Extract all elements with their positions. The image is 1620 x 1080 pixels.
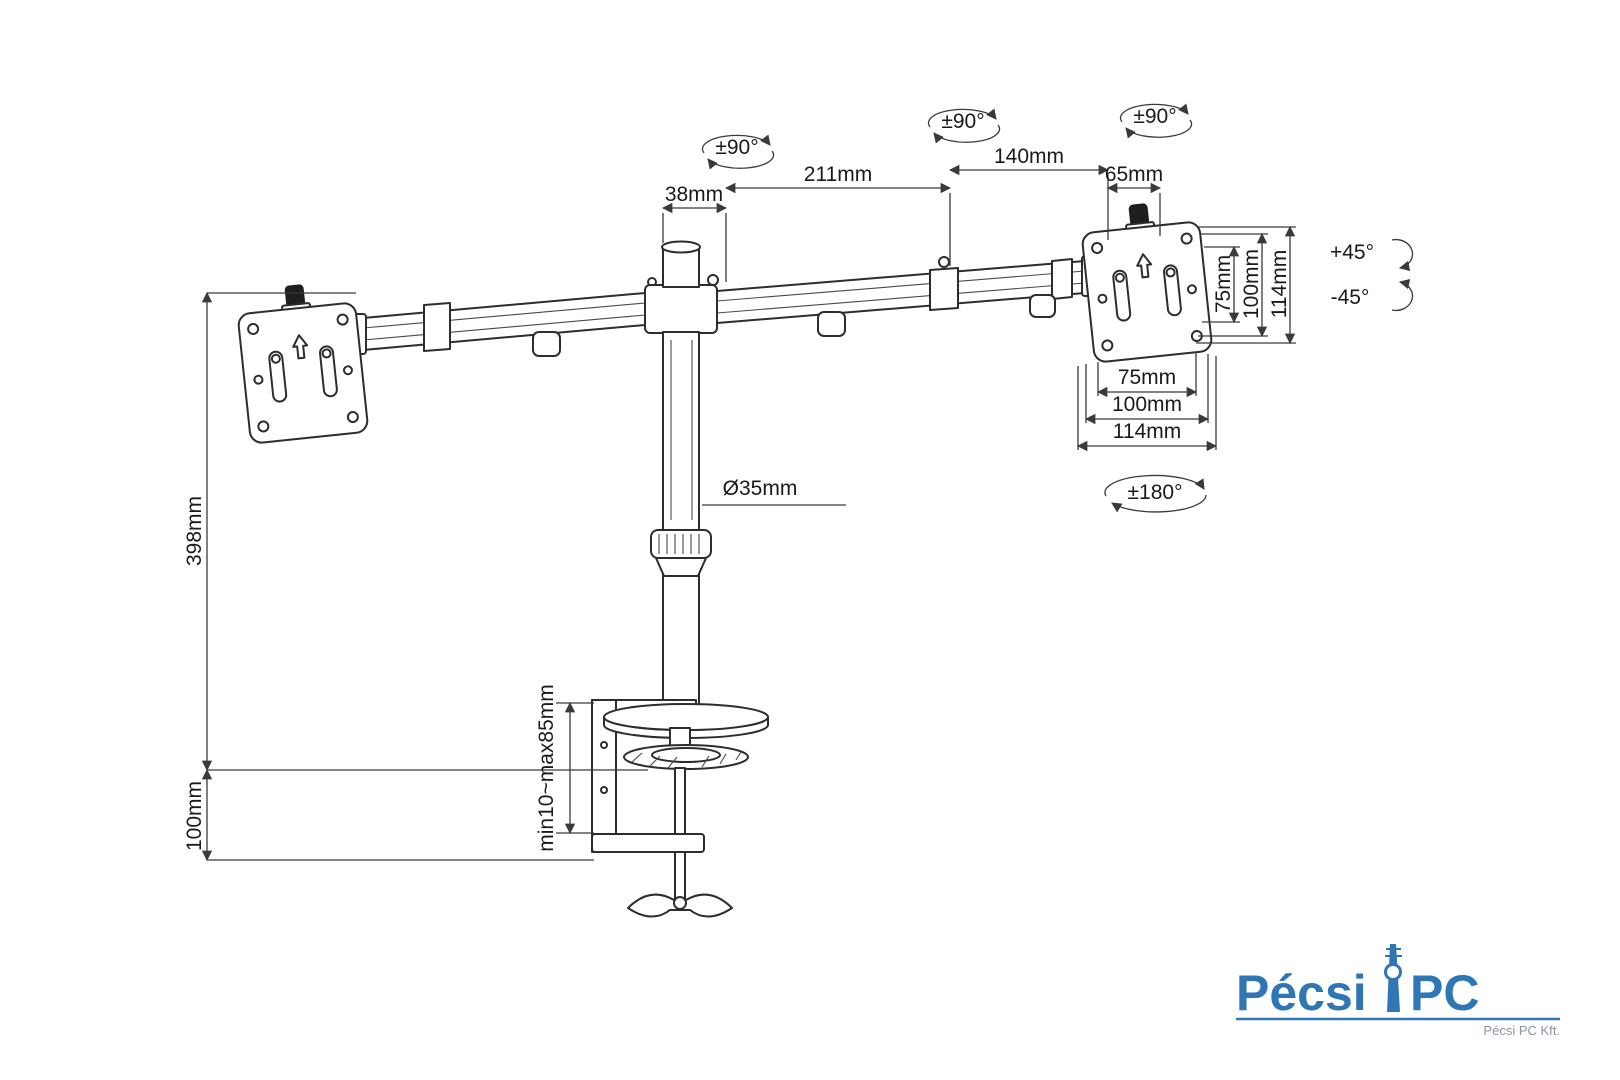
vesa-v-75mm-label: 75mm [1212, 255, 1235, 313]
clamp-below-label: 100mm [183, 781, 206, 851]
dim-38mm-label: 38mm [665, 183, 723, 206]
logo-brand-first: Pécsi [1236, 965, 1367, 1021]
vesa-h-100mm-label: 100mm [1112, 393, 1182, 416]
desk-thickness-label: min10~max85mm [535, 684, 558, 851]
vesa-v-100mm-label: 100mm [1240, 249, 1263, 319]
pole [644, 240, 719, 723]
dim-211mm-label: 211mm [804, 163, 872, 186]
rot-180-label: ±180° [1128, 481, 1183, 504]
rot-pole-label: ±90° [715, 136, 758, 159]
pole-diameter-label: Ø35mm [723, 477, 798, 500]
tv-tower-icon [1384, 944, 1402, 1012]
rot-mid-label: ±90° [941, 110, 984, 133]
height-collar [650, 529, 712, 559]
vesa-v-114mm-label: 114mm [1268, 250, 1291, 318]
right-arm-rail [716, 255, 1097, 337]
tilt-up-label: +45° [1330, 241, 1374, 264]
desk-clamp [591, 699, 769, 918]
left-arm-rail [351, 292, 646, 357]
left-vesa-plate [234, 278, 370, 445]
cable-clip [817, 311, 846, 337]
vesa-h-114mm-label: 114mm [1113, 420, 1181, 443]
dimension-labels: ±90° ±90° ±90° 38mm 211mm 140mm 65mm 75m… [183, 105, 1374, 852]
dim-140mm-label: 140mm [994, 145, 1064, 168]
monitor-arm-drawing [234, 197, 1214, 918]
rotation-arrows [701, 103, 1414, 513]
logo-subtitle: Pécsi PC Kft. [1483, 1023, 1560, 1038]
pecsipc-logo: Pécsi PC Pécsi PC Kft. [1236, 944, 1560, 1038]
cable-clip [1029, 294, 1056, 318]
right-vesa-plate [1078, 197, 1214, 364]
vesa-h-75mm-label: 75mm [1118, 366, 1176, 389]
dimension-annotations [201, 103, 1414, 862]
bolt-icon [938, 256, 950, 268]
dim-65mm-label: 65mm [1105, 163, 1163, 186]
logo-brand-second: PC [1410, 965, 1479, 1021]
cable-clip [532, 331, 561, 357]
tilt-down-label: -45° [1331, 286, 1370, 309]
pole-height-label: 398mm [183, 496, 206, 566]
rot-end-label: ±90° [1133, 105, 1176, 128]
